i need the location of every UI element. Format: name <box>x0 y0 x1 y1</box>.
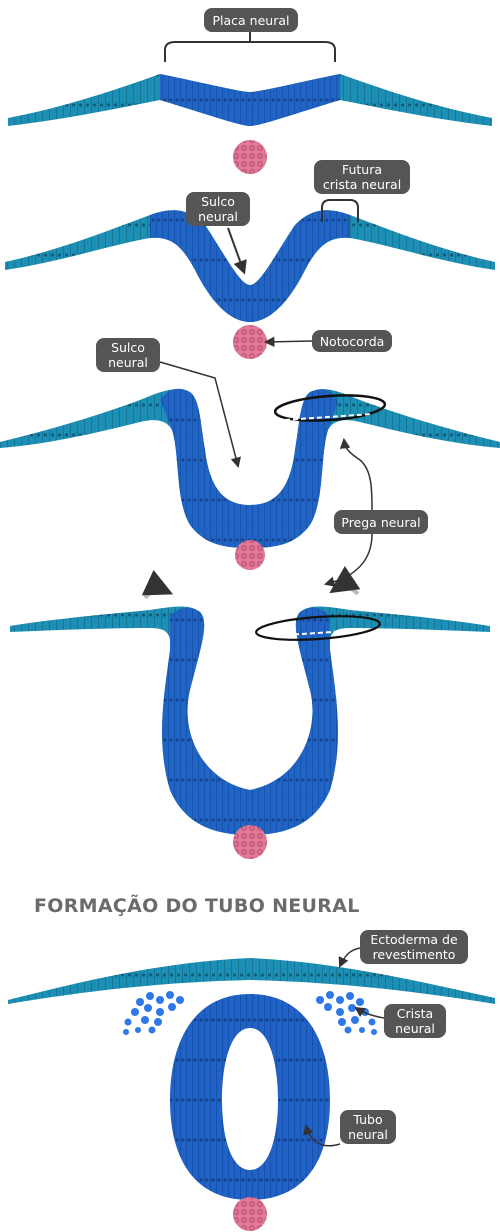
neural-fold-region <box>162 608 338 835</box>
stage-folds-converging <box>10 587 490 859</box>
prega-neural-arrow-down <box>326 534 372 584</box>
futura-crista-label-l1: Futura <box>342 162 382 177</box>
prega-neural-arrow-up <box>344 440 372 510</box>
sulco-neural-2-label-l1: Sulco <box>111 340 145 355</box>
stage-neural-plate: Placa neural <box>8 8 492 174</box>
neural-fold-region <box>160 389 338 548</box>
placa-neural-label: Placa neural <box>213 13 290 28</box>
futura-crista-label-l2: crista neural <box>323 177 401 192</box>
ectoderma-label-l1: Ectoderma de <box>370 932 458 947</box>
neural-tube <box>170 994 330 1200</box>
neural-plate-region <box>160 74 340 126</box>
converge-arrow-right <box>334 587 358 594</box>
notochord <box>235 540 265 570</box>
stage-neural-groove: Futura crista neural Sulco neural Notoco… <box>5 160 495 359</box>
stage-neural-tube: Ectoderma de revestimento Crista neural … <box>8 930 495 1231</box>
notochord <box>233 1197 267 1231</box>
tubo-label-l1: Tubo <box>352 1112 382 1127</box>
notochord <box>233 825 267 859</box>
notocorda-label: Notocorda <box>320 334 385 349</box>
page-title: FORMAÇÃO DO TUBO NEURAL <box>34 893 360 917</box>
placa-neural-bracket <box>165 42 335 62</box>
crista-label-l1: Crista <box>397 1006 433 1021</box>
neural-groove-region <box>150 210 350 322</box>
stage-neural-folds: Sulco neural Prega neural <box>0 338 500 584</box>
notocorda-arrow <box>266 341 312 342</box>
ectoderma-arrow <box>340 948 360 966</box>
crista-label-l2: neural <box>395 1021 435 1036</box>
sulco-neural-label-l1: Sulco <box>201 194 235 209</box>
ectoderma-label-l2: revestimento <box>373 947 456 962</box>
neural-crest-right <box>316 991 377 1035</box>
sulco-neural-2-label-l2: neural <box>108 355 148 370</box>
converge-arrow-left <box>145 590 168 598</box>
sulco-neural-label-l2: neural <box>198 209 238 224</box>
prega-neural-label: Prega neural <box>341 515 420 530</box>
neural-crest-left <box>123 991 184 1035</box>
crista-arrow <box>356 1008 384 1018</box>
notochord <box>233 140 267 174</box>
tubo-label-l2: neural <box>348 1127 388 1142</box>
notochord <box>233 325 267 359</box>
